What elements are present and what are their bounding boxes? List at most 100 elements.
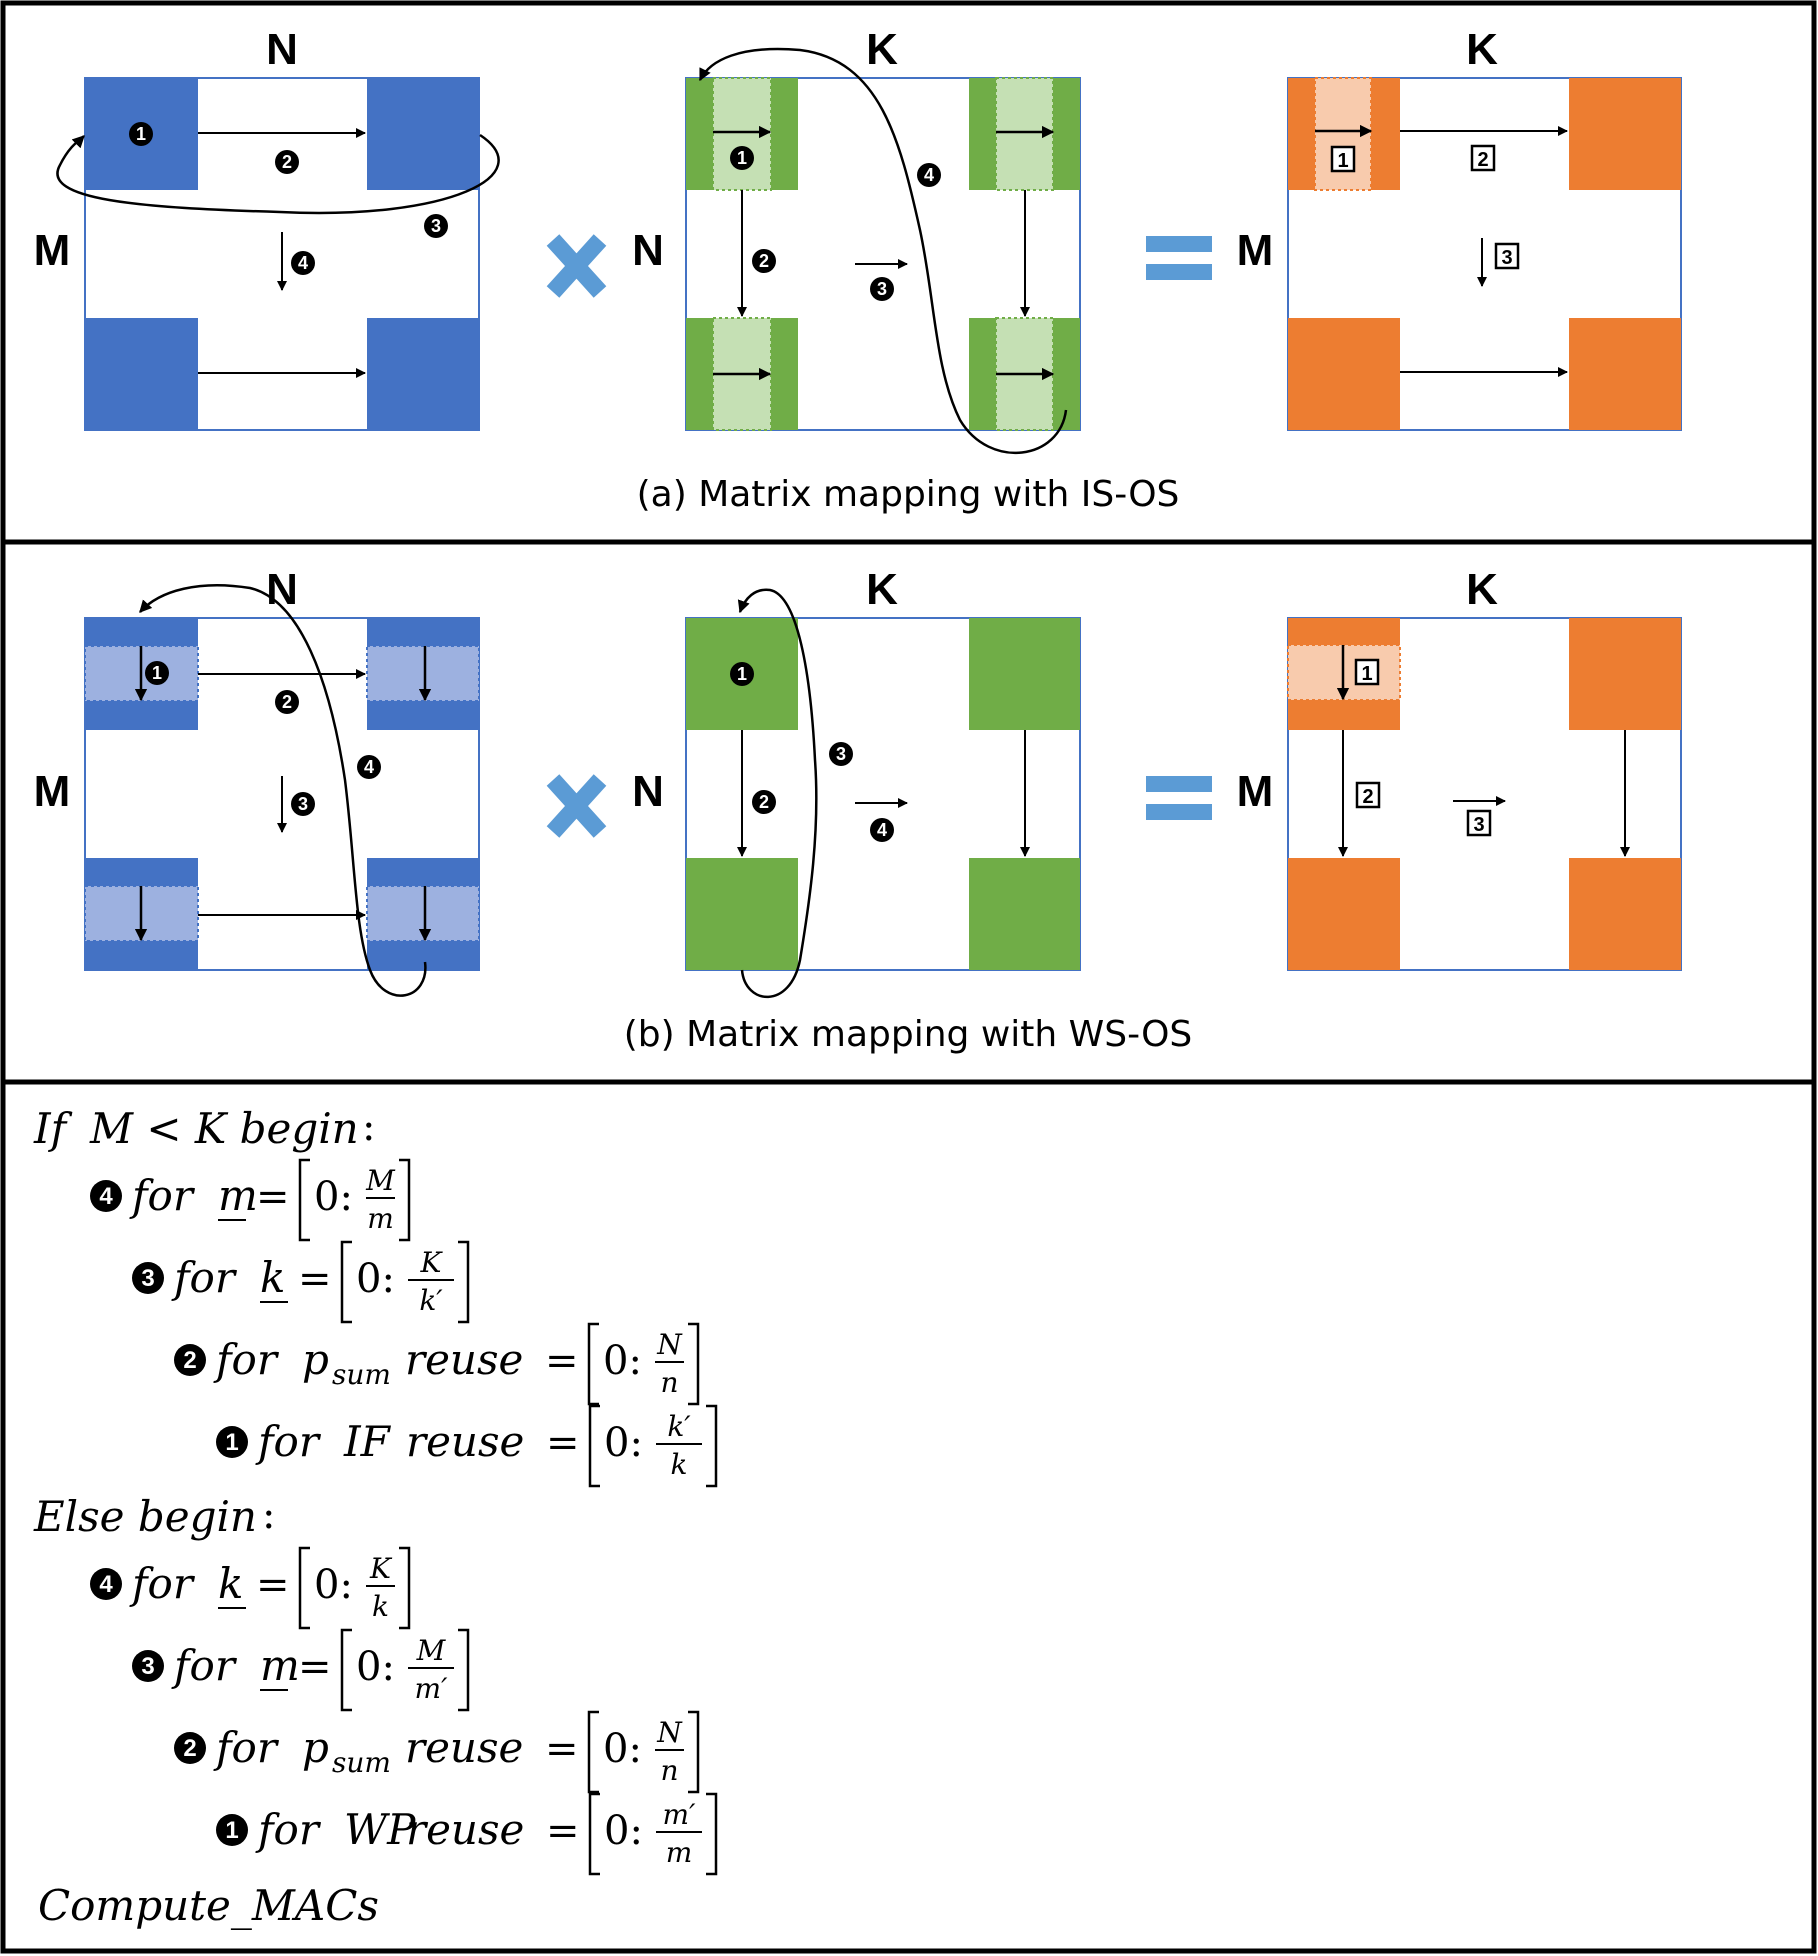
svg-text:4: 4 (298, 253, 308, 273)
b-caption: (b) Matrix mapping with WS-OS (624, 1014, 1193, 1055)
svg-text:3: 3 (431, 216, 441, 236)
svg-text:4: 4 (877, 820, 887, 840)
loop-variable: k (218, 1559, 243, 1608)
loop-range-start: 0: (356, 1256, 395, 1302)
loop-fraction-numerator: K (420, 1246, 444, 1279)
loop-equals: = (298, 1644, 332, 1690)
loop-fraction-denominator: k′ (419, 1284, 443, 1317)
loop-range-start: 0: (603, 1338, 642, 1384)
a-weight-left-label: N (632, 226, 664, 275)
loop-fraction-numerator: k′ (667, 1410, 691, 1443)
loop-range-start: 0: (604, 1808, 643, 1854)
loop-reuse-word: reuse (405, 1723, 523, 1772)
svg-text:1: 1 (737, 664, 747, 684)
loop-step-number: 3 (141, 1653, 154, 1680)
loop-fraction-denominator: k (372, 1590, 389, 1623)
svg-text:2: 2 (759, 792, 769, 812)
loop-keyword: for (213, 1723, 280, 1772)
equals-icon (1146, 776, 1212, 820)
loop-reuse-word: reuse (406, 1805, 524, 1854)
svg-text:1: 1 (1361, 663, 1372, 685)
svg-text:If: If (33, 1104, 73, 1153)
loop-keyword: for (171, 1641, 238, 1690)
loop-range-start: 0: (604, 1420, 643, 1466)
svg-text:3: 3 (1473, 814, 1484, 836)
loop-equals: = (545, 1726, 579, 1772)
loop-reuse-word: reuse (406, 1417, 524, 1466)
b-input-left-label: M (34, 767, 71, 816)
panel-a: 1 2 3 4 N M (34, 25, 1682, 515)
compute-macs: Compute_MACs (38, 1881, 379, 1930)
a-caption: (a) Matrix mapping with IS-OS (637, 474, 1180, 515)
loop-range-start: 0: (314, 1562, 353, 1608)
loop-step-number: 2 (183, 1347, 196, 1374)
loop-equals: = (256, 1174, 290, 1220)
svg-text:1: 1 (152, 663, 162, 683)
a-weight-top-label: K (866, 25, 898, 74)
svg-text:2: 2 (282, 152, 292, 172)
svg-text:3: 3 (1501, 247, 1512, 269)
a-output-matrix: 1 2 3 (1287, 77, 1682, 431)
a-input-top-label: N (266, 25, 298, 74)
loop-keyword: for (129, 1559, 196, 1608)
loop-fraction-numerator: K (369, 1552, 393, 1585)
loop-keyword: for (255, 1805, 322, 1854)
svg-text:1: 1 (1337, 150, 1348, 172)
loop-variable: WP (344, 1805, 416, 1854)
svg-text:4: 4 (364, 757, 374, 777)
svg-text:3: 3 (836, 744, 846, 764)
loop-fraction-denominator: m′ (415, 1672, 449, 1705)
b-output-matrix: 1 2 3 (1287, 617, 1682, 971)
loop-range-start: 0: (356, 1644, 395, 1690)
b-weight-left-label: N (632, 767, 664, 816)
panel-b: 1 2 3 4 N M 1 2 3 4 K N (34, 565, 1682, 1055)
loop-fraction-numerator: N (656, 1328, 683, 1361)
loop-reuse-word: reuse (405, 1335, 523, 1384)
a-output-left-label: M (1237, 226, 1274, 275)
b-input-top-label: N (266, 565, 298, 614)
loop-fraction-denominator: m (666, 1836, 693, 1869)
svg-text:Else begin: Else begin (33, 1492, 257, 1541)
loop-variable: p (302, 1335, 329, 1384)
multiply-icon (546, 774, 607, 838)
loop-fraction-denominator: k (671, 1448, 688, 1481)
a-output-top-label: K (1466, 25, 1498, 74)
loop-variable: m (218, 1171, 258, 1220)
b-weight-matrix: 1 2 3 4 (685, 588, 1081, 999)
a-weight-matrix: 1 2 3 4 (685, 47, 1081, 455)
svg-text:M < K begin: M < K begin (89, 1104, 359, 1153)
multiply-icon (546, 234, 607, 298)
loop-step-number: 4 (99, 1183, 113, 1210)
loop-subscript: sum (332, 1746, 391, 1779)
loop-fraction-numerator: N (656, 1716, 683, 1749)
svg-text:2: 2 (1362, 786, 1373, 808)
loop-step-number: 1 (225, 1429, 238, 1456)
loop-variable: k (260, 1253, 285, 1302)
a-input-matrix: 1 2 3 4 (56, 77, 500, 431)
equals-icon (1146, 236, 1212, 280)
loop-variable: IF (343, 1417, 392, 1466)
svg-text:3: 3 (298, 794, 308, 814)
loop-step-number: 1 (225, 1817, 238, 1844)
loop-keyword: for (255, 1417, 322, 1466)
loop-step-number: 3 (141, 1265, 154, 1292)
svg-text::: : (362, 1104, 375, 1150)
loop-keyword: for (171, 1253, 238, 1302)
b-weight-top-label: K (866, 565, 898, 614)
b-output-left-label: M (1237, 767, 1274, 816)
loop-range-start: 0: (314, 1174, 353, 1220)
b-output-top-label: K (1466, 565, 1498, 614)
loop-equals: = (298, 1256, 332, 1302)
loop-variable: p (302, 1723, 329, 1772)
